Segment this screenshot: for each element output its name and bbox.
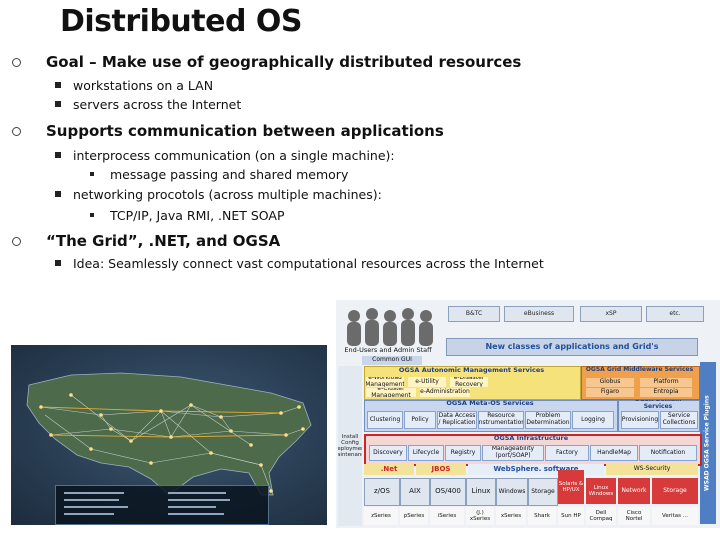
- autonomic-item: e-Workload Management: [366, 377, 404, 387]
- sub-bullet-text: workstations on a LAN: [73, 78, 214, 93]
- bullet-text: “The Grid”, .NET, and OGSA: [46, 232, 281, 250]
- hw-item: zSeries: [364, 507, 398, 525]
- meta-os-item: Problem Determination: [525, 411, 571, 429]
- os-item: Solaris & HP/UX: [558, 470, 584, 504]
- ws-security-label: WS-Security: [606, 464, 698, 475]
- small-square-bullet-icon: [90, 213, 94, 217]
- infra-item: Factory: [545, 445, 589, 461]
- os-item: OS/400: [430, 478, 466, 506]
- hw-item: xSeries: [496, 507, 526, 525]
- middleware-title: OGSA Grid Middleware Services: [585, 366, 694, 374]
- new-classes-banner: New classes of applications and Grid's: [446, 338, 698, 356]
- square-bullet-icon: [55, 260, 61, 266]
- infrastructure-title: OGSA Infrastructure: [493, 435, 569, 443]
- dotnet-label: .Net: [364, 464, 414, 475]
- middleware-item: Platform: [640, 378, 692, 387]
- meta-os-item: Clustering: [367, 411, 403, 429]
- sub-bullet-text: Idea: Seamlessly connect vast computatio…: [73, 256, 544, 271]
- end-users-label: End-Users and Admin Staff: [344, 346, 432, 355]
- infra-item: Discovery: [369, 445, 407, 461]
- hw-item: pSeries: [400, 507, 428, 525]
- sub-bullet-text: servers across the Internet: [73, 97, 242, 112]
- meta-os-item: Data Access / Replication: [437, 411, 477, 429]
- middleware-item: Entropia: [640, 388, 692, 397]
- top-label: etc.: [646, 306, 704, 322]
- page-title: Distributed OS: [60, 4, 303, 39]
- infra-item: HandleMap: [590, 445, 638, 461]
- websphere-label: WebSphere. software: [468, 464, 604, 475]
- meta-os-item: Policy: [404, 411, 436, 429]
- hw-item: Cisco Nortel: [618, 507, 650, 525]
- os-item: Network: [618, 478, 650, 504]
- domain-item: Provisioning: [621, 411, 659, 429]
- meta-os-item: Logging: [572, 411, 614, 429]
- sub-bullet-text: networking procotols (across multiple ma…: [73, 187, 382, 202]
- grid-network-map-image: [11, 345, 327, 525]
- top-label: xSP: [580, 306, 642, 322]
- autonomic-item: e-Administration: [420, 388, 470, 397]
- hw-item: (J.) xSeries: [466, 507, 494, 525]
- meta-os-item: Resource Instrumentation: [478, 411, 524, 429]
- sub-sub-bullet-text: TCP/IP, Java RMI, .NET SOAP: [110, 208, 285, 223]
- autonomic-title: OGSA Autonomic Management Services: [398, 366, 545, 374]
- small-square-bullet-icon: [90, 172, 94, 176]
- hw-item: Sun HP: [558, 507, 584, 525]
- sub-bullet-text: interprocess communication (on a single …: [73, 148, 395, 163]
- os-item: z/OS: [364, 478, 400, 506]
- sub-sub-bullet-text: message passing and shared memory: [110, 167, 349, 182]
- usa-map-icon: [26, 372, 312, 496]
- square-bullet-icon: [55, 191, 61, 197]
- install-config-label: Install Config Deployment Maintenance: [338, 366, 362, 526]
- os-item: Storage: [652, 478, 698, 504]
- square-bullet-icon: [55, 82, 61, 88]
- square-bullet-icon: [55, 152, 61, 158]
- people-silhouettes-icon: [347, 308, 433, 346]
- middleware-item: Globus: [586, 378, 634, 387]
- os-item: Storage: [528, 478, 558, 506]
- bullet-text: Goal – Make use of geographically distri…: [46, 53, 522, 71]
- infra-item: Manageability (port/SOAP): [482, 445, 544, 461]
- domain-item: Service Collections: [660, 411, 698, 429]
- hw-item: Dell Compaq: [586, 507, 616, 525]
- side-plugins-label: WSAD OGSA Service Plugins: [700, 362, 716, 524]
- bullet-text: Supports communication between applicati…: [46, 122, 444, 140]
- infra-item: Registry: [445, 445, 481, 461]
- hw-item: Shark: [528, 507, 556, 525]
- os-item: Windows: [496, 478, 528, 506]
- circle-bullet-icon: [12, 237, 21, 246]
- infra-item: Notification: [639, 445, 697, 461]
- os-item: Linux Windows: [586, 478, 616, 504]
- os-item: Linux: [466, 478, 496, 506]
- top-label: B&TC: [448, 306, 500, 322]
- circle-bullet-icon: [12, 127, 21, 136]
- jboss-label: JBOS: [416, 464, 466, 475]
- hw-item: Veritas ...: [652, 507, 698, 525]
- common-gui-label: Common GUI: [362, 356, 422, 365]
- top-label: eBusiness: [504, 306, 574, 322]
- autonomic-item: e-Utility: [408, 377, 446, 387]
- autonomic-item: e-Disaster Recovery: [450, 377, 488, 387]
- autonomic-item: e-Cluster Management: [366, 388, 416, 397]
- meta-os-title: OGSA Meta-OS Services: [446, 400, 534, 408]
- square-bullet-icon: [55, 101, 61, 107]
- domain-services-title: OGSA Domain Services: [635, 400, 682, 408]
- map-legend: [55, 485, 269, 525]
- circle-bullet-icon: [12, 58, 21, 67]
- hw-item: iSeries: [430, 507, 464, 525]
- ogsa-architecture-diagram: B&TC eBusiness xSP etc. End-Users and Ad…: [336, 300, 720, 528]
- infra-item: Lifecycle: [408, 445, 444, 461]
- middleware-item: Figaro: [586, 388, 634, 397]
- os-item: AIX: [400, 478, 430, 506]
